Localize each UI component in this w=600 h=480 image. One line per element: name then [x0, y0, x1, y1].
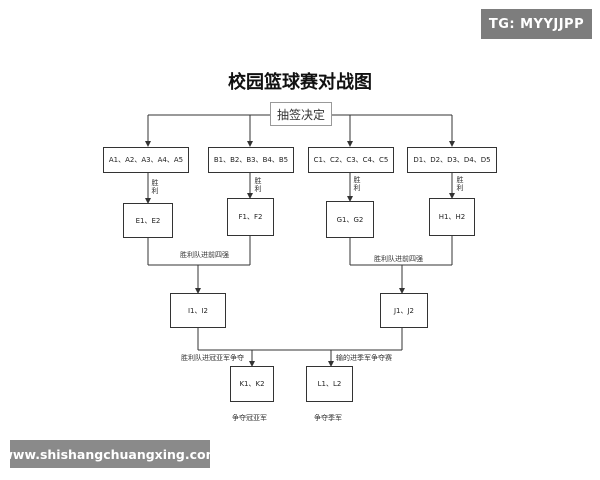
win-label-a: 胜利	[151, 179, 159, 195]
win-label-b: 胜利	[254, 177, 262, 193]
watermark-tg-badge: TG: MYYJJPP	[481, 9, 592, 39]
winner-f-box: F1、F2	[227, 198, 274, 236]
winner-h-box: H1、H2	[429, 198, 475, 236]
third-caption: 争夺季军	[314, 414, 342, 422]
winner-e-box: E1、E2	[123, 203, 173, 238]
win-label-d: 胜利	[456, 176, 464, 192]
semi-i-box: I1、I2	[170, 293, 226, 328]
to-third-label: 输的进季军争夺赛	[336, 354, 392, 362]
group-a-box: A1、A2、A3、A4、A5	[103, 147, 189, 173]
group-c-box: C1、C2、C3、C4、C5	[308, 147, 394, 173]
final-k-box: K1、K2	[230, 366, 274, 402]
advance-right-label: 胜利队进前四强	[374, 255, 423, 263]
group-b-box: B1、B2、B3、B4、B5	[208, 147, 294, 173]
semi-j-box: J1、J2	[380, 293, 428, 328]
diagram-title: 校园篮球赛对战图	[228, 72, 372, 93]
final-caption: 争夺冠亚军	[232, 414, 267, 422]
draw-lots-box: 抽签决定	[270, 102, 332, 126]
winner-g-box: G1、G2	[326, 201, 374, 238]
advance-left-label: 胜利队进前四强	[180, 251, 229, 259]
watermark-url-badge: www.shishangchuangxing.com	[1, 440, 219, 468]
win-label-c: 胜利	[353, 176, 361, 192]
third-l-box: L1、L2	[306, 366, 353, 402]
to-final-label: 胜利队进冠亚军争夺	[181, 354, 244, 362]
group-d-box: D1、D2、D3、D4、D5	[407, 147, 497, 173]
